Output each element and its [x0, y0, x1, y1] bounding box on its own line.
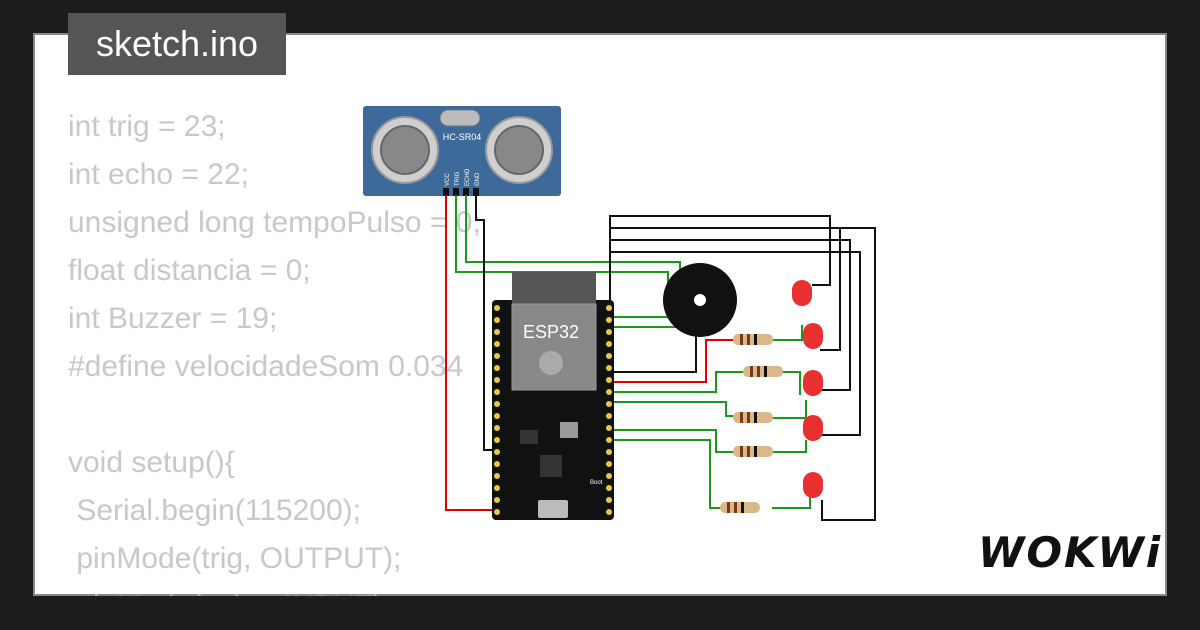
code-line: Serial.begin(115200);: [68, 494, 361, 527]
boot-label: Boot: [590, 480, 603, 486]
wokwi-logo: WOKWi: [978, 528, 1163, 577]
code-line: #define velocidadeSom 0.034: [68, 350, 464, 383]
pin-label-echo: ECHO: [465, 168, 471, 186]
code-line: unsigned long tempoPulso = 0;: [68, 206, 481, 239]
esp32-board[interactable]: ESP32 Boot: [492, 272, 614, 520]
buzzer[interactable]: [663, 263, 737, 337]
resistors[interactable]: [720, 334, 783, 513]
pin-label-gnd: GND: [475, 172, 481, 186]
sensor-label: HC-SR04: [443, 132, 482, 142]
file-tab[interactable]: sketch.ino: [68, 13, 286, 75]
ultrasonic-sensor[interactable]: HC-SR04 VCC TRIG ECHO GND: [363, 106, 561, 196]
leds[interactable]: [792, 280, 823, 498]
code-line: pinMode(echo, INPUT);: [68, 583, 481, 596]
code-line: float distancia = 0;: [68, 254, 311, 287]
code-line: void setup(){: [68, 446, 235, 479]
code-line: int Buzzer = 19;: [68, 302, 278, 335]
code-preview: int trig = 23; int echo = 22; unsigned lon…: [68, 103, 481, 596]
pin-label-vcc: VCC: [445, 173, 451, 186]
board-label: ESP32: [523, 322, 579, 342]
pin-label-trig: TRIG: [455, 171, 461, 186]
code-line: int trig = 23;: [68, 110, 226, 143]
code-line: int echo = 22;: [68, 158, 249, 191]
code-line: pinMode(trig, OUTPUT);: [68, 542, 402, 575]
